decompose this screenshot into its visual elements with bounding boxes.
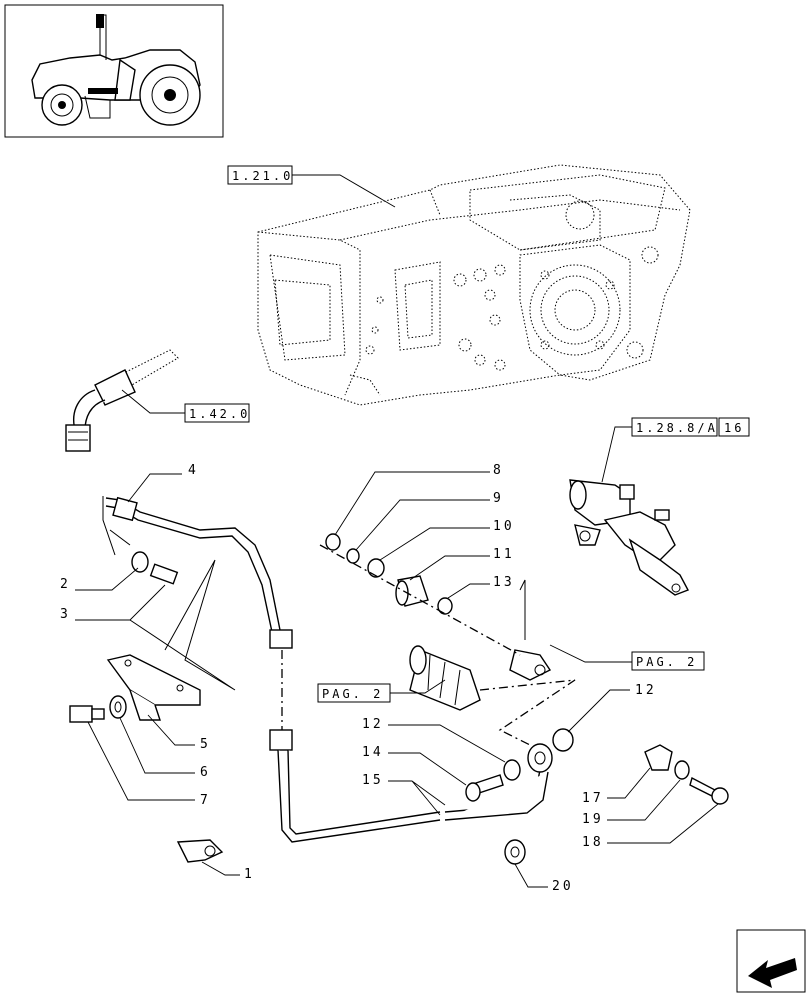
- svg-text:16: 16: [724, 421, 744, 435]
- svg-text:2: 2: [60, 577, 71, 592]
- assembly-path-lines: [281, 544, 576, 746]
- svg-text:12: 12: [362, 717, 384, 732]
- tractor-thumbnail-icon: [4, 4, 224, 138]
- svg-text:10: 10: [493, 519, 515, 534]
- leader-pag-2-left: [390, 679, 446, 694]
- bolt-7: [69, 705, 105, 723]
- svg-text:4: 4: [188, 463, 199, 478]
- svg-text:11: 11: [493, 547, 515, 562]
- oil-pipe-15: [269, 729, 549, 843]
- svg-text:12: 12: [635, 683, 657, 698]
- svg-text:PAG. 2: PAG. 2: [636, 655, 697, 669]
- svg-text:14: 14: [362, 745, 384, 760]
- callout-11: 11: [409, 547, 515, 581]
- svg-text:20: 20: [552, 879, 574, 894]
- leader-pag-2-right: [549, 644, 632, 663]
- washer-20: [504, 839, 526, 865]
- leader-1-28-8-a: [601, 426, 632, 483]
- callout-3: 3: [60, 584, 166, 622]
- callout-10: 10: [379, 519, 515, 561]
- callout-20: 20: [514, 863, 574, 894]
- ref-box-1-21-0[interactable]: 1.21.0: [227, 165, 293, 185]
- svg-text:5: 5: [200, 737, 211, 752]
- o-ring-set: [325, 533, 453, 615]
- washer-6: [109, 695, 127, 719]
- next-page-arrow-icon[interactable]: [736, 929, 806, 993]
- svg-text:1.42.0: 1.42.0: [189, 407, 250, 421]
- callout-6: 6: [119, 717, 211, 780]
- svg-text:19: 19: [582, 812, 604, 827]
- bracket-5: [106, 654, 201, 721]
- callout-15: 15: [362, 773, 446, 816]
- bolt-18: [689, 776, 729, 805]
- clip-17: [644, 744, 673, 771]
- oil-pipe-4: [102, 496, 293, 649]
- svg-text:1.28.8/A: 1.28.8/A: [636, 421, 718, 435]
- lift-valve-assembly: [569, 479, 689, 596]
- callout-1: 1: [201, 861, 255, 882]
- callout-4: 4: [127, 463, 199, 503]
- valve-spool: [409, 645, 481, 711]
- ref-box-pag-2-right[interactable]: PAG. 2: [631, 651, 705, 671]
- callout-9: 9: [355, 491, 504, 551]
- svg-text:13: 13: [493, 575, 515, 590]
- pipe-fitting-assembly: [65, 349, 179, 452]
- svg-text:7: 7: [200, 793, 211, 808]
- leader-1-21-0: [292, 174, 396, 208]
- svg-text:3: 3: [60, 607, 71, 622]
- svg-text:1: 1: [244, 867, 255, 882]
- ref-box-1-42-0[interactable]: 1.42.0: [184, 403, 250, 423]
- callout-18: 18: [582, 803, 719, 850]
- callout-17: 17: [582, 767, 651, 806]
- callout-14: 14: [362, 745, 467, 786]
- svg-text:1.21.0: 1.21.0: [232, 169, 293, 183]
- banjo-fitting: [503, 728, 574, 781]
- callout-19: 19: [582, 779, 681, 827]
- callout-12-left: 12: [362, 717, 506, 763]
- callout-7: 7: [87, 721, 211, 808]
- bolt-3: [149, 563, 179, 585]
- svg-text:9: 9: [493, 491, 504, 506]
- callout-12-right: 12: [567, 683, 657, 733]
- callout-8: 8: [334, 463, 504, 536]
- leader-1-42-0: [121, 389, 185, 414]
- callout-13: 13: [447, 575, 515, 599]
- callout-2: 2: [60, 567, 139, 592]
- svg-text:8: 8: [493, 463, 504, 478]
- svg-text:6: 6: [200, 765, 211, 780]
- ref-box-pag-2-left[interactable]: PAG. 2: [317, 683, 391, 703]
- callout-5: 5: [147, 714, 211, 752]
- svg-text:15: 15: [362, 773, 384, 788]
- tee-fitting: [509, 579, 552, 681]
- construction-lines: [129, 559, 236, 691]
- ref-box-1-28-8-a[interactable]: 1.28.8/A 16: [631, 417, 750, 437]
- washer-19: [674, 760, 690, 780]
- svg-text:18: 18: [582, 835, 604, 850]
- svg-text:17: 17: [582, 791, 604, 806]
- transmission-housing: [257, 164, 691, 406]
- clamp-1: [176, 839, 224, 863]
- bolt-14: [465, 774, 504, 802]
- washer-2: [131, 551, 149, 573]
- svg-text:PAG. 2: PAG. 2: [322, 687, 383, 701]
